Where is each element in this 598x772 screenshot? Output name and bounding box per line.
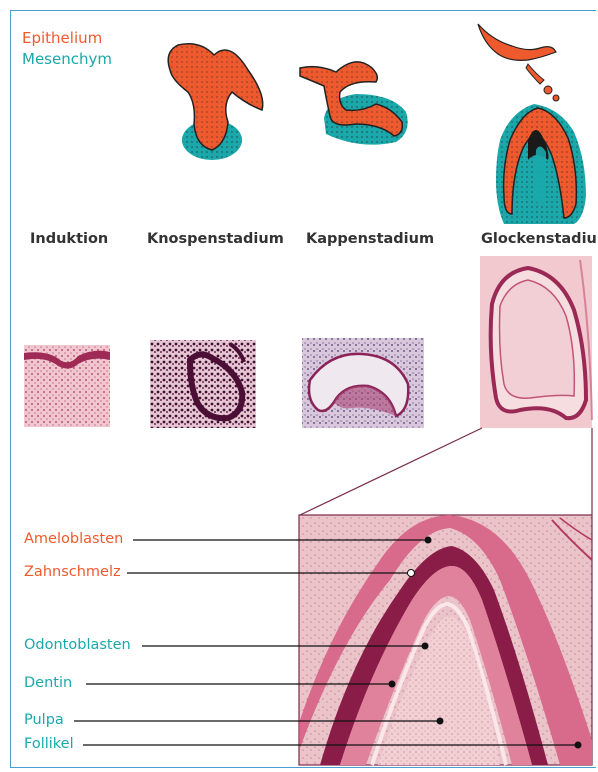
glocken-drawing — [478, 24, 586, 224]
knospen-micrograph — [150, 340, 256, 428]
knospen-drawing — [168, 44, 263, 160]
detail-micrograph — [299, 515, 592, 765]
stage-label-knospen: Knospenstadium — [147, 231, 284, 247]
label-odontoblasten: Odontoblasten — [24, 637, 131, 653]
label-dentin: Dentin — [24, 675, 72, 691]
glocken-micrograph — [480, 256, 592, 428]
stage-label-kappen: Kappenstadium — [306, 231, 434, 247]
label-pulpa: Pulpa — [24, 712, 64, 728]
label-ameloblasten: Ameloblasten — [24, 531, 123, 547]
stage-label-induktion: Induktion — [30, 231, 108, 247]
label-follikel: Follikel — [24, 736, 74, 752]
kappen-micrograph — [302, 338, 424, 428]
stage-label-glocken: Glockenstadium — [481, 231, 598, 247]
label-zahnschmelz: Zahnschmelz — [24, 564, 121, 580]
zoom-line-left — [300, 428, 482, 515]
induktion-micrograph — [24, 345, 110, 427]
kappen-drawing — [300, 62, 408, 145]
